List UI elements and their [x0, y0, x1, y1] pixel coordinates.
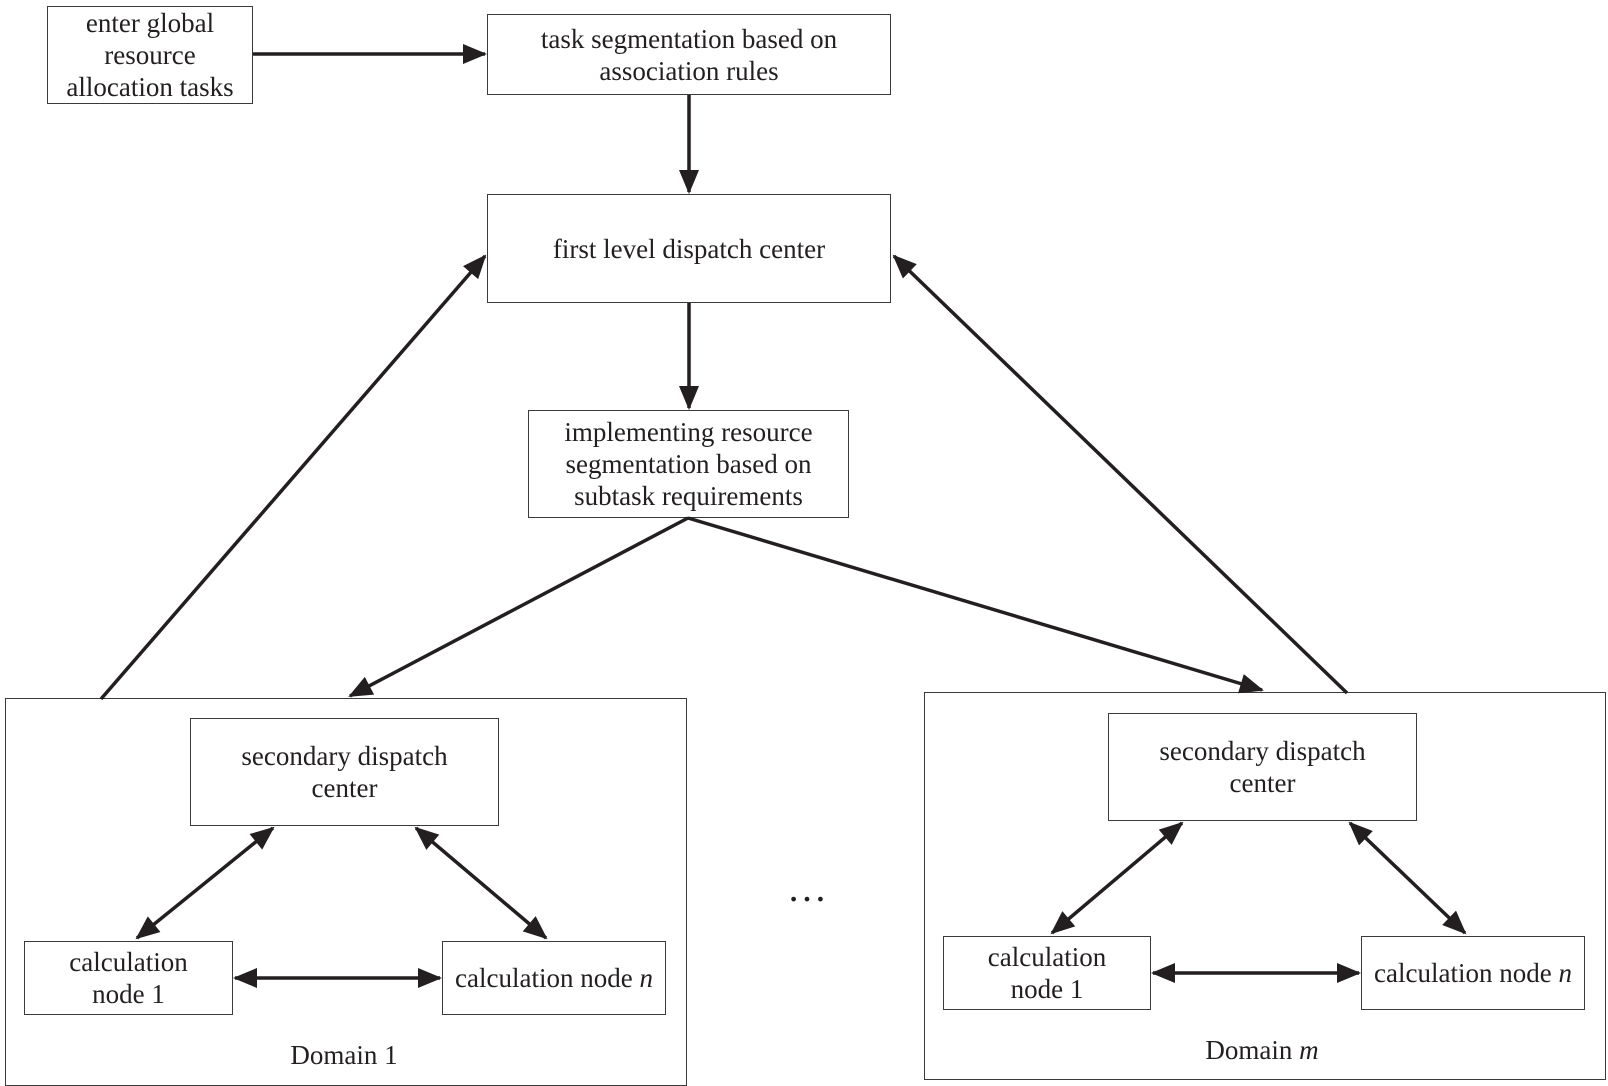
domainm-calc-node-n-label: calculation node n — [1374, 958, 1572, 988]
enter-tasks-line-1: enter global — [85, 8, 215, 38]
resource-segmentation-line-1: implementing resource — [564, 417, 813, 447]
domain1-secondary-line-1: secondary dispatch — [241, 741, 448, 771]
domainm-calc-node-n-box: calculation node n — [1361, 936, 1585, 1010]
task-segmentation-line-2: association rules — [599, 55, 779, 86]
arrow-domainm-secondary-node1 — [1050, 821, 1184, 935]
domain1-calc-node-n-label: calculation node n — [455, 963, 653, 993]
domainm-calc-node-1-line-1: calculation — [987, 942, 1107, 972]
arrow-resource-to-domain1 — [348, 516, 689, 698]
domainm-secondary-dispatch-box: secondary dispatch center — [1108, 713, 1417, 821]
arrow-domainm-secondary-noden — [1348, 821, 1467, 935]
first-level-dispatch-label: first level dispatch center — [552, 233, 826, 264]
enter-tasks-line-3: allocation tasks — [66, 72, 234, 102]
domainm-calc-node-1-line-2: node 1 — [1010, 974, 1084, 1004]
resource-segmentation-line-3: subtask requirements — [574, 481, 803, 511]
arrow-domainm-to-first-level — [892, 254, 1349, 695]
domain1-secondary-dispatch-box: secondary dispatch center — [190, 718, 499, 826]
domain1-label: Domain 1 — [290, 1040, 398, 1070]
domain-ellipsis: … — [787, 865, 833, 910]
domain1-calc-node-1-line-2: node 1 — [92, 979, 165, 1009]
domainm-secondary-line-2: center — [1229, 768, 1296, 798]
arrow-domain1-to-first-level — [99, 254, 487, 701]
task-segmentation-line-1: task segmentation based on — [540, 23, 838, 54]
task-segmentation-box: task segmentation based on association r… — [487, 14, 891, 95]
domain1-calc-node-1-line-1: calculation — [69, 947, 188, 977]
arrow-domain1-secondary-node1 — [135, 826, 275, 940]
domainm-secondary-line-1: secondary dispatch — [1159, 736, 1366, 766]
domainm-calc-node-1-box: calculation node 1 — [943, 936, 1151, 1010]
resource-segmentation-line-2: segmentation based on — [565, 449, 812, 479]
enter-tasks-box: enter global resource allocation tasks — [47, 6, 253, 104]
arrow-domain1-secondary-noden — [414, 826, 548, 940]
domain-m-container — [924, 692, 1606, 1080]
domain1-calc-node-n-box: calculation node n — [442, 941, 666, 1015]
resource-segmentation-box: implementing resource segmentation based… — [528, 410, 849, 518]
first-level-dispatch-box: first level dispatch center — [487, 194, 891, 303]
arrow-resource-to-domainm — [687, 516, 1264, 694]
enter-tasks-line-2: resource — [104, 40, 196, 70]
domain1-secondary-line-2: center — [311, 773, 378, 803]
domain1-calc-node-1-box: calculation node 1 — [24, 941, 233, 1015]
domainm-label: Domain m — [1205, 1035, 1319, 1065]
